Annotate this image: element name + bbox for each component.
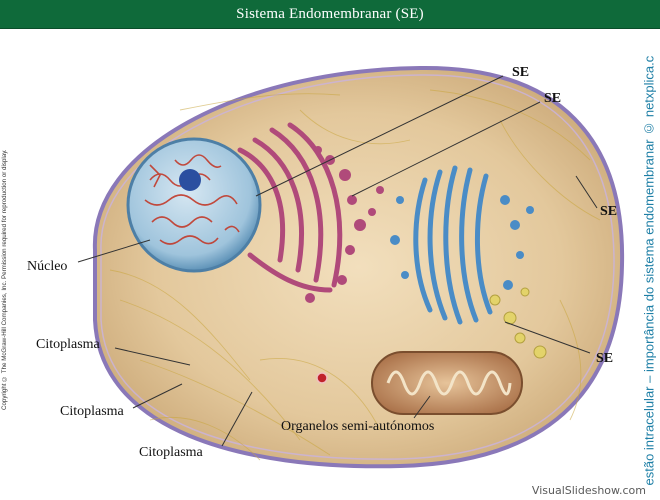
label-se-3: SE [600,204,617,219]
endoplasmic-reticulum [237,122,343,293]
small-red-organelle [316,372,328,384]
label-se-1: SE [512,65,529,80]
label-citoplasma-2: Citoplasma [60,404,125,419]
er-vesicles [305,146,384,303]
cytoskeleton-fibers [109,89,601,461]
label-se-4: SE [596,351,613,366]
title-bar: Sistema Endomembranar (SE) [0,0,660,29]
golgi-apparatus [413,165,493,325]
label-organelos: Organelos semi-autónomos [281,419,434,434]
slide-title: Sistema Endomembranar (SE) [236,5,424,22]
leader-lines [77,75,598,447]
label-se-2: SE [544,91,561,106]
nucleus [126,137,262,273]
nucleolus [179,169,201,191]
label-nucleo: Núcleo [27,259,67,274]
chromatin [144,154,240,245]
mitochondrion [371,351,523,415]
golgi-vesicles [390,195,534,290]
label-citoplasma-1: Citoplasma [36,337,101,352]
footer-watermark: VisualSlideshow.com [531,484,646,497]
yellow-vesicles [489,287,547,359]
label-citoplasma-3: Citoplasma [139,445,204,460]
